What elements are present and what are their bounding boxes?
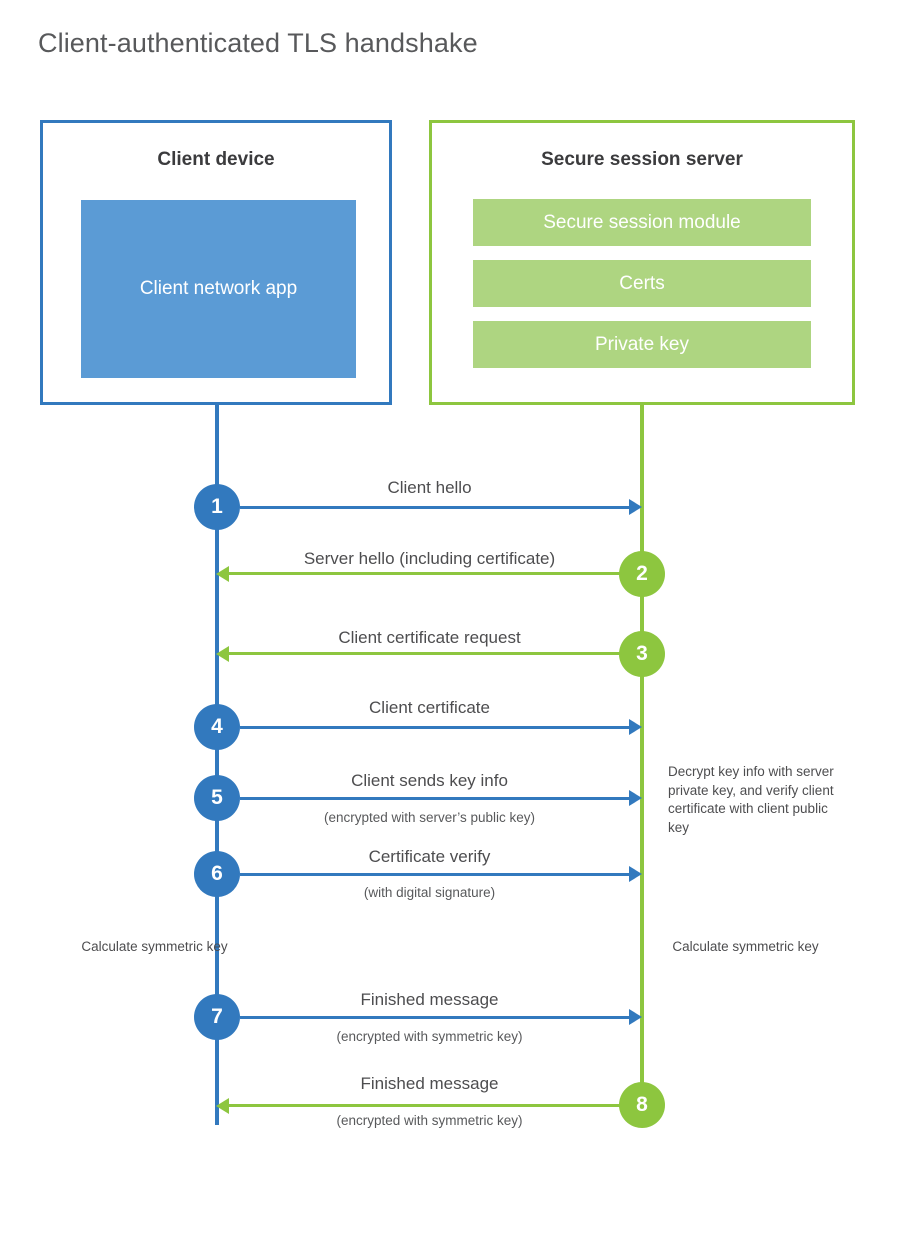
client-calculate-symmetric-key-annotation: Calculate symmetric key xyxy=(81,939,228,954)
step-1-label: Client hello xyxy=(387,478,472,497)
secure-session-server-box: Secure session server Secure session mod… xyxy=(429,120,855,405)
step-7-label: Finished message xyxy=(360,990,499,1009)
server-block-certs: Certs xyxy=(473,260,811,307)
server-block-private-key: Private key xyxy=(473,321,811,368)
step-5-sublabel: (encrypted with server’s public key) xyxy=(323,810,536,825)
step-4-label: Client certificate xyxy=(369,698,490,717)
step-4-circle[interactable]: 4 xyxy=(194,704,240,750)
client-network-app-block: Client network app xyxy=(81,200,356,378)
server-lifeline xyxy=(640,405,644,1105)
step-7-arrow-head-icon xyxy=(629,1009,642,1025)
step-2-label: Server hello (including certificate) xyxy=(303,549,556,568)
step-7-arrow-line xyxy=(240,1016,630,1019)
step-6-sublabel: (with digital signature) xyxy=(363,885,496,900)
step-8-arrow-line xyxy=(228,1104,620,1107)
step-8-arrow-head-icon xyxy=(216,1098,229,1114)
client-device-box: Client device Client network app xyxy=(40,120,392,405)
step-8-circle[interactable]: 8 xyxy=(619,1082,665,1128)
server-block-stack: Secure session module Certs Private key xyxy=(473,199,811,368)
step-1-arrow-head-icon xyxy=(629,499,642,515)
step-6-arrow-head-icon xyxy=(629,866,642,882)
step-5-label: Client sends key info xyxy=(351,771,508,790)
server-decrypt-annotation: Decrypt key info with server private key… xyxy=(668,764,834,835)
step-2-circle[interactable]: 2 xyxy=(619,551,665,597)
step-8-label: Finished message xyxy=(360,1074,499,1093)
server-block-secure-session-module: Secure session module xyxy=(473,199,811,246)
secure-session-server-title: Secure session server xyxy=(541,149,743,170)
step-6-label: Certificate verify xyxy=(368,847,491,866)
step-6-arrow-line xyxy=(240,873,630,876)
client-device-title: Client device xyxy=(157,149,275,170)
step-4-arrow-head-icon xyxy=(629,719,642,735)
step-1-arrow-line xyxy=(240,506,630,509)
step-2-arrow-line xyxy=(228,572,620,575)
step-7-circle[interactable]: 7 xyxy=(194,994,240,1040)
step-2-arrow-head-icon xyxy=(216,566,229,582)
step-7-sublabel: (encrypted with symmetric key) xyxy=(336,1029,523,1044)
client-lifeline xyxy=(215,405,219,1125)
step-3-arrow-head-icon xyxy=(216,646,229,662)
step-4-arrow-line xyxy=(240,726,630,729)
step-3-circle[interactable]: 3 xyxy=(619,631,665,677)
step-5-circle[interactable]: 5 xyxy=(194,775,240,821)
server-calculate-symmetric-key-annotation: Calculate symmetric key xyxy=(672,939,819,954)
step-5-arrow-head-icon xyxy=(629,790,642,806)
step-6-circle[interactable]: 6 xyxy=(194,851,240,897)
step-5-arrow-line xyxy=(240,797,630,800)
step-3-label: Client certificate request xyxy=(338,628,521,647)
step-1-circle[interactable]: 1 xyxy=(194,484,240,530)
step-3-arrow-line xyxy=(228,652,620,655)
page-title: Client-authenticated TLS handshake xyxy=(38,28,478,58)
step-8-sublabel: (encrypted with symmetric key) xyxy=(336,1113,523,1128)
